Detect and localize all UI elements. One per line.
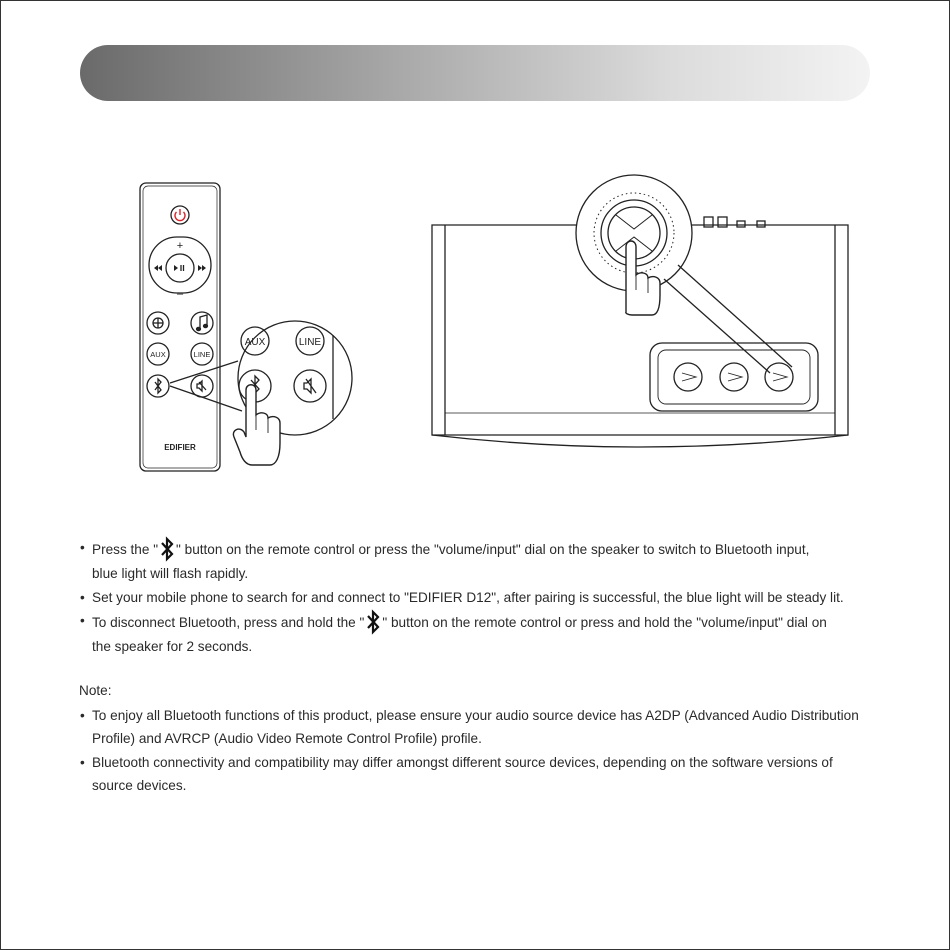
top-knob-icon <box>703 216 714 228</box>
plus-label: + <box>177 240 183 252</box>
pointing-hand-icon <box>625 240 661 316</box>
mute-icon <box>196 379 207 393</box>
power-icon <box>174 211 186 222</box>
play-pause-icon <box>174 265 178 271</box>
instruction-item: To disconnect Bluetooth, press and hold … <box>79 609 879 659</box>
brand-label: EDIFIER <box>164 443 196 452</box>
aux-button-icon <box>146 342 170 366</box>
line-button-icon <box>190 342 214 366</box>
zoom-bluetooth-icon <box>250 374 260 395</box>
note-item: To enjoy all Bluetooth functions of this… <box>79 704 879 751</box>
panel-knob-icon <box>673 362 703 392</box>
zoom-mute-icon <box>303 377 317 395</box>
power-button-icon <box>170 205 190 225</box>
zoom-aux-button-icon <box>240 326 270 356</box>
note-item: Bluetooth connectivity and compatibility… <box>79 751 879 798</box>
zoom-line-button-icon <box>295 326 325 356</box>
instructions-list: Press the "" button on the remote contro… <box>79 536 879 659</box>
instruction-item: Press the "" button on the remote contro… <box>79 536 879 586</box>
bluetooth-icon <box>161 536 174 562</box>
note-label: Note: <box>79 683 112 698</box>
zoom-line-label: LINE <box>299 337 322 348</box>
header-bar <box>80 45 870 101</box>
minus-label: – <box>177 288 184 300</box>
line-label: LINE <box>194 350 211 359</box>
previous-icon <box>154 265 162 271</box>
pointing-hand-icon <box>232 384 281 466</box>
bluetooth-icon <box>154 377 162 395</box>
zoom-aux-label: AUX <box>245 337 266 348</box>
music-note-icon <box>199 314 208 329</box>
next-icon <box>198 265 206 271</box>
notes-section: Note: To enjoy all Bluetooth functions o… <box>79 679 879 798</box>
speaker-illustration <box>431 174 849 448</box>
remote-control-illustration: + – AUX LINE EDIFIER AUX LINE <box>139 182 353 472</box>
bluetooth-icon <box>367 609 380 635</box>
aux-label: AUX <box>150 350 165 359</box>
instruction-item: Set your mobile phone to search for and … <box>79 586 879 610</box>
